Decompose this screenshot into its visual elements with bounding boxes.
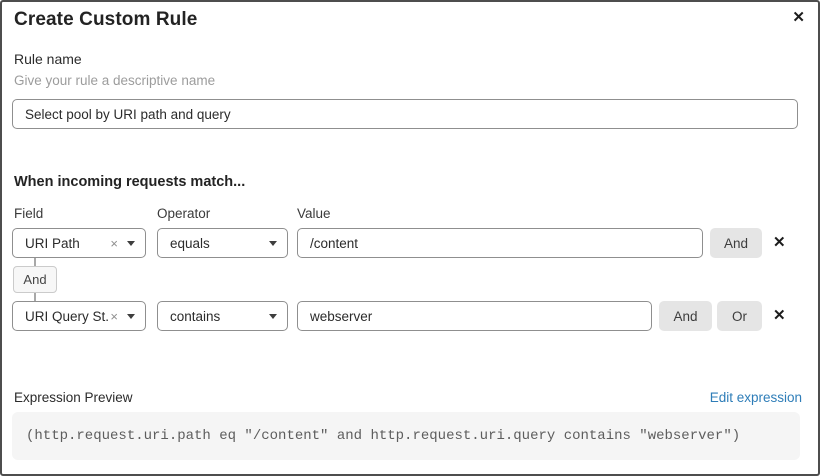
- and-button-row1[interactable]: And: [710, 228, 762, 258]
- remove-row1-icon[interactable]: ✕: [773, 234, 786, 251]
- value-column-label: Value: [297, 206, 331, 221]
- remove-row2-icon[interactable]: ✕: [773, 307, 786, 324]
- operator-select-row1[interactable]: equals: [157, 228, 288, 258]
- rule-name-label: Rule name: [14, 51, 82, 67]
- field-select-row1[interactable]: URI Path ×: [12, 228, 146, 258]
- edit-expression-link[interactable]: Edit expression: [709, 390, 802, 405]
- field-column-label: Field: [14, 206, 44, 221]
- expression-code-box: (http.request.uri.path eq "/content" and…: [12, 412, 800, 460]
- operator-column-label: Operator: [157, 206, 211, 221]
- field-select-row1-value: URI Path: [25, 235, 80, 251]
- clear-selection-icon[interactable]: ×: [110, 235, 118, 251]
- operator-select-row1-value: equals: [170, 235, 210, 251]
- and-button-row2[interactable]: And: [659, 301, 712, 331]
- connector-and-badge: And: [13, 266, 57, 293]
- field-select-row2-value: URI Query St...: [25, 308, 111, 324]
- operator-select-row2[interactable]: contains: [157, 301, 288, 331]
- chevron-down-icon: [269, 240, 277, 246]
- value-input-row2[interactable]: [297, 301, 652, 331]
- match-heading: When incoming requests match...: [14, 174, 246, 190]
- chevron-down-icon: [127, 240, 135, 246]
- field-select-row2[interactable]: URI Query St... ×: [12, 301, 146, 331]
- rule-name-hint: Give your rule a descriptive name: [14, 73, 216, 88]
- operator-select-row2-value: contains: [170, 308, 221, 324]
- connector-line: [34, 258, 36, 267]
- clear-selection-icon[interactable]: ×: [110, 308, 118, 324]
- page-title: Create Custom Rule: [14, 9, 198, 30]
- close-icon[interactable]: ✕: [792, 9, 805, 26]
- value-input-row1[interactable]: [297, 228, 703, 258]
- chevron-down-icon: [127, 313, 135, 319]
- connector-line: [34, 293, 36, 301]
- chevron-down-icon: [269, 313, 277, 319]
- or-button-row2[interactable]: Or: [717, 301, 762, 331]
- rule-name-input[interactable]: [12, 99, 798, 129]
- expression-preview-label: Expression Preview: [14, 390, 133, 405]
- expression-code: (http.request.uri.path eq "/content" and…: [26, 428, 741, 444]
